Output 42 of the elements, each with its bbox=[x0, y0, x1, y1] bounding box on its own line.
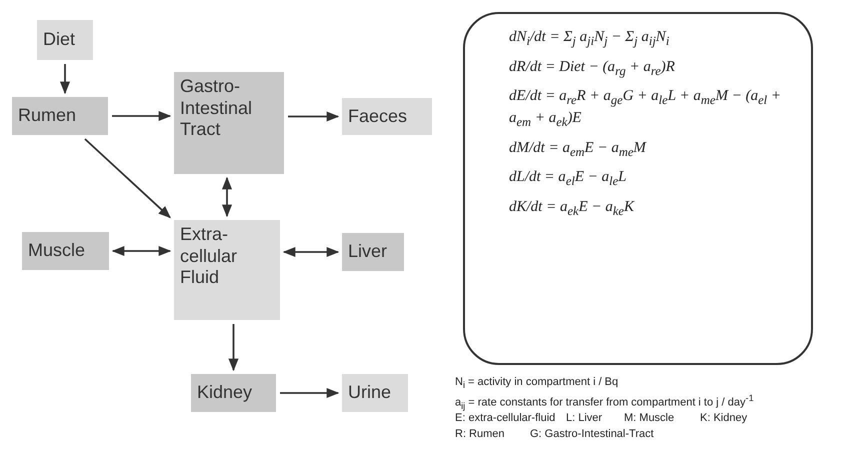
compartment-box bbox=[174, 220, 280, 320]
arrow bbox=[112, 110, 172, 122]
arrow bbox=[288, 111, 340, 122]
compartment-label: Liver bbox=[348, 241, 388, 263]
compartment-label: Urine bbox=[348, 382, 392, 404]
compartment-label: Diet bbox=[43, 29, 76, 51]
compartment-label: Gastro-Intestinal Tract bbox=[180, 76, 254, 141]
equation: dE/dt = a$_{re}$R + a$_{ge}$G + a$_{le}$L + a$_{me}$M − (a$_{el}$ + a$_{em}$ + a$_{ek}$)E bbox=[509, 87, 782, 130]
compartment-box bbox=[12, 97, 108, 135]
compartment-box bbox=[342, 374, 408, 412]
equation-panel bbox=[463, 12, 813, 365]
compartment-label: Rumen bbox=[18, 105, 76, 127]
legend-note: N$_{i}$ = activity in compartment i / Bq bbox=[455, 376, 618, 390]
legend-note: M: Muscle bbox=[624, 412, 674, 424]
compartment-label: Extra-cellular Fluid bbox=[180, 224, 238, 289]
legend-note: K: Kidney bbox=[700, 412, 748, 424]
arrow bbox=[228, 324, 239, 372]
legend-note: L: Liver bbox=[566, 412, 602, 424]
arrow bbox=[282, 246, 340, 258]
equation: dM/dt = a$_{em}$E − a$_{me}$M bbox=[509, 138, 648, 160]
compartment-label: Faeces bbox=[348, 106, 408, 128]
legend-note: a$_{ij}$ = rate constants for transfer from compartment i to j / day$^{-1}$ bbox=[455, 393, 754, 411]
arrow bbox=[84, 138, 171, 218]
legend-note: R: Rumen bbox=[455, 428, 505, 440]
compartment-box bbox=[37, 20, 93, 60]
compartment-box bbox=[342, 233, 404, 271]
compartment-box bbox=[342, 98, 432, 135]
compartment-label: Muscle bbox=[28, 240, 86, 262]
arrow bbox=[280, 388, 340, 398]
compartment-box bbox=[22, 232, 109, 270]
compartment-box bbox=[174, 72, 284, 174]
equation: dR/dt = Diet − (a$_{rg}$ + a$_{re}$)R bbox=[509, 58, 676, 80]
arrow bbox=[222, 176, 232, 218]
equation: dN$_{i}$/dt = Σ$_{j}$ a$_{ji}$N$_{j}$ − Σ$_{j}$ a$_{ij}$N$_{i}$ bbox=[509, 28, 670, 50]
equation: dK/dt = a$_{ek}$E − a$_{ke}$K bbox=[509, 198, 636, 220]
legend-note: E: extra-cellular-fluid bbox=[455, 412, 556, 424]
compartment-label: Kidney bbox=[197, 382, 252, 404]
arrow bbox=[60, 64, 70, 94]
legend-note: G: Gastro-Intestinal-Tract bbox=[530, 428, 654, 440]
arrow bbox=[112, 246, 172, 256]
compartment-box bbox=[191, 374, 276, 412]
equation: dL/dt = a$_{el}$E − a$_{le}$L bbox=[509, 168, 628, 190]
